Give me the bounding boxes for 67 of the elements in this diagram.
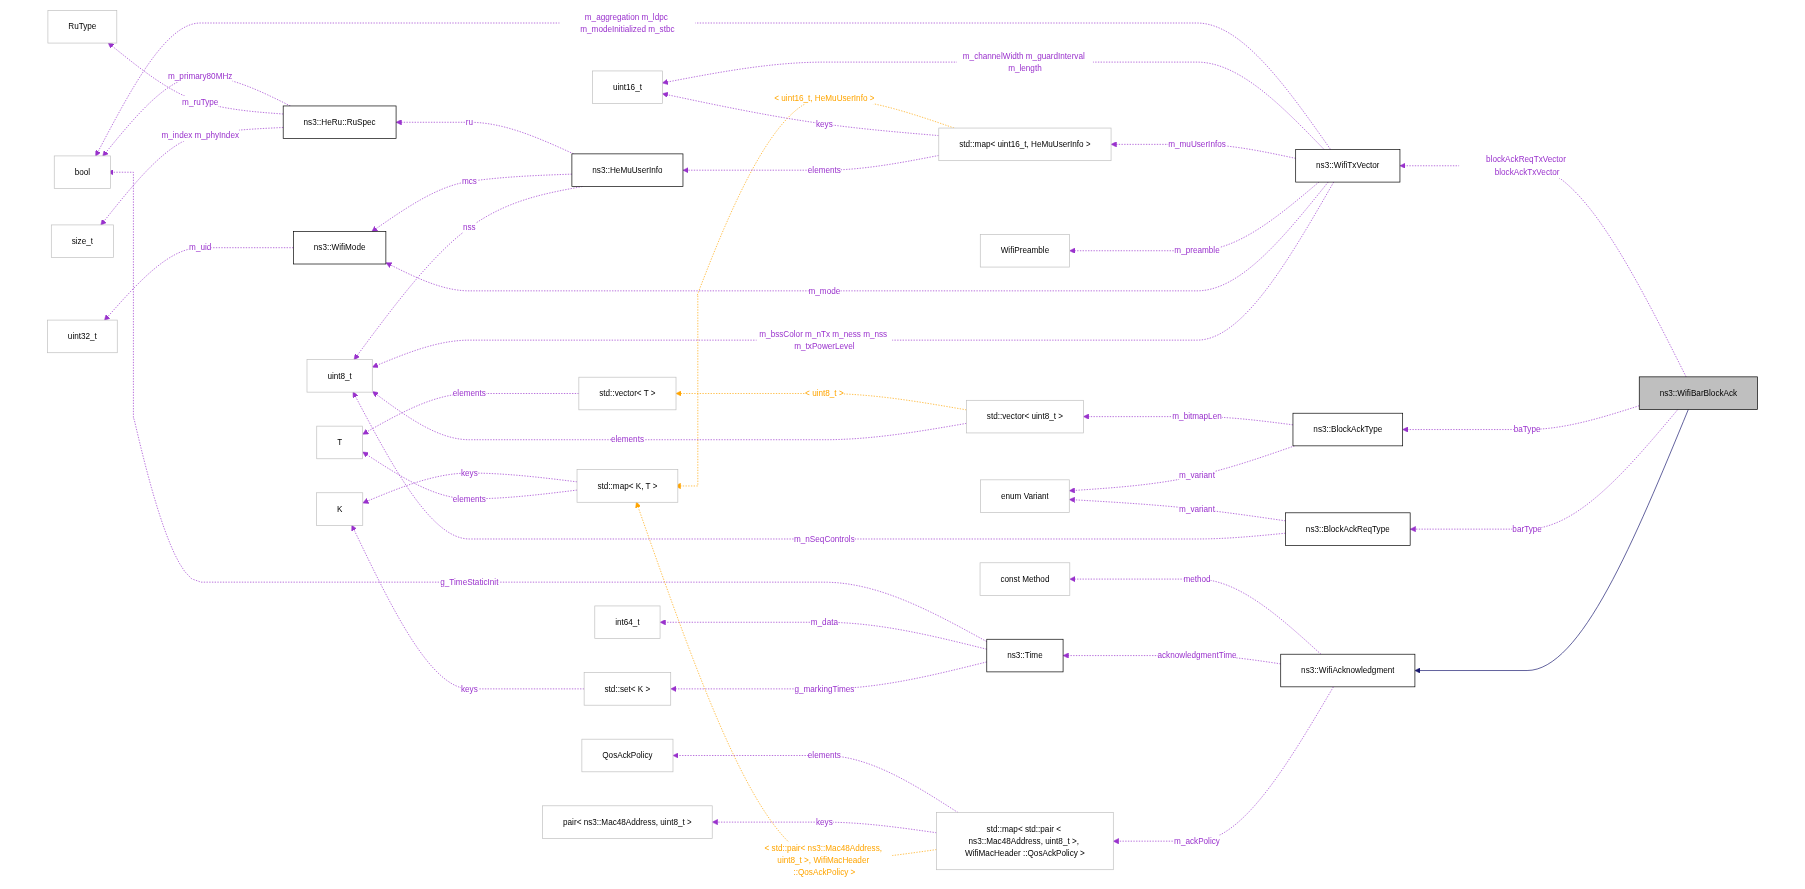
node-box: ns3::HeRu::RuSpec (282, 105, 397, 139)
edge-label: baType (1513, 424, 1541, 435)
node-box: pair< ns3::Mac48Address, uint8_t > (542, 805, 713, 839)
node-box: ns3::WifiMode (293, 231, 387, 265)
edge-label: < std::pair< ns3::Mac48Address, uint8_t >, WifiMacHeader ::QosAckPolicy > (764, 843, 882, 878)
edge-label: m_nSeqControls (794, 534, 855, 544)
node-box: std::map< K, T > (576, 469, 679, 503)
node-box: uint16_t (592, 70, 663, 104)
edge-label: m_variant (1179, 471, 1215, 481)
edge-label: < uint8_t > (805, 388, 844, 399)
node-box: bool (53, 155, 111, 189)
edge-label: m_preamble (1174, 245, 1220, 256)
edge-label: elements (807, 165, 841, 175)
edge-label: g_markingTimes (794, 684, 855, 694)
edge-label: m_primary80MHz (168, 71, 233, 81)
node-box: ns3::WifiBarBlockAck (1638, 376, 1758, 410)
edge-label: m_bitmapLen (1172, 411, 1222, 422)
edge-label: nss (463, 222, 476, 233)
node-box: std::vector< T > (578, 376, 677, 411)
edge-label: m_index m_phyIndex (161, 130, 239, 140)
node-box: std::vector< uint8_t > (966, 399, 1084, 434)
edge-label: m_ruType (182, 97, 219, 107)
edge-label: barType (1512, 524, 1542, 534)
node-box: std::map< std::pair < ns3::Mac48Address, uint8_t >, WifiMacHeader ::QosAckPolicy > (936, 812, 1114, 871)
node-box: const Method (979, 562, 1071, 596)
node-box: K (316, 492, 364, 526)
node-box: WifiPreamble (979, 234, 1070, 268)
edge-label: m_ackPolicy (1174, 836, 1220, 846)
edge-label: keys (816, 817, 833, 827)
edge-label: elements (452, 494, 486, 504)
edge-label: m_variant (1179, 504, 1215, 514)
node-box: ns3::WifiTxVector (1295, 149, 1401, 183)
edge-label: keys (460, 684, 478, 694)
edge-label: g_TimeStaticInit (440, 577, 499, 587)
edge-label: m_muUserInfos (1168, 139, 1226, 150)
edge-label: method (1183, 574, 1211, 584)
node-box: std::map< uint16_t, HeMuUserInfo > (938, 127, 1112, 161)
node-box: int64_t (594, 605, 661, 639)
node-box: ns3::BlockAckType (1292, 412, 1403, 447)
edge-label: keys (816, 119, 833, 129)
node-box: enum Variant (980, 479, 1070, 513)
edge-label: m_uid (189, 242, 212, 253)
edge-label: ru (465, 117, 473, 128)
edge-label: keys (460, 468, 478, 478)
node-box: QosAckPolicy (581, 738, 674, 773)
edge-label: m_bssColor m_nTx m_ness m_nss m_txPowerLevel (759, 329, 888, 352)
edge-label: m_channelWidth m_guardInterval m_length (962, 51, 1085, 73)
edge-label: m_data (810, 617, 838, 628)
node-box: ns3::WifiAcknowledgment (1280, 653, 1416, 688)
edge-label: mcs (461, 176, 477, 187)
node-box: uint32_t (47, 319, 118, 354)
edge-label: elements (452, 388, 486, 399)
node-box: std::set< K > (583, 672, 672, 706)
node-box: uint8_t (306, 359, 373, 393)
edge-label: elements (807, 750, 841, 761)
node-box: ns3::HeMuUserInfo (571, 153, 684, 187)
node-box: size_t (50, 224, 114, 258)
edge-label: < uint16_t, HeMuUserInfo > (774, 93, 875, 103)
edge-label: elements (610, 434, 644, 445)
edge-label: acknowledgmentTime (1157, 650, 1237, 661)
edge-label: m_aggregation m_ldpc m_modeInitialized m_stbc (580, 12, 675, 34)
edge-label: m_mode (808, 286, 841, 296)
node-box: ns3::BlockAckReqType (1285, 512, 1411, 546)
node-box: T (316, 425, 363, 460)
edge-label: blockAckReqTxVector blockAckTxVector (1486, 154, 1566, 177)
node-box: ns3::Time (986, 638, 1064, 673)
node-box: RuType (47, 10, 118, 44)
